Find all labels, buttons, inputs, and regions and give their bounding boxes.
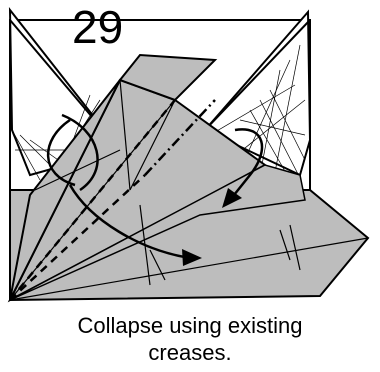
caption-line-1: Collapse using existing xyxy=(0,312,380,339)
caption: Collapse using existing creases. xyxy=(0,312,380,366)
caption-line-2: creases. xyxy=(0,339,380,366)
step-number: 29 xyxy=(72,4,123,50)
